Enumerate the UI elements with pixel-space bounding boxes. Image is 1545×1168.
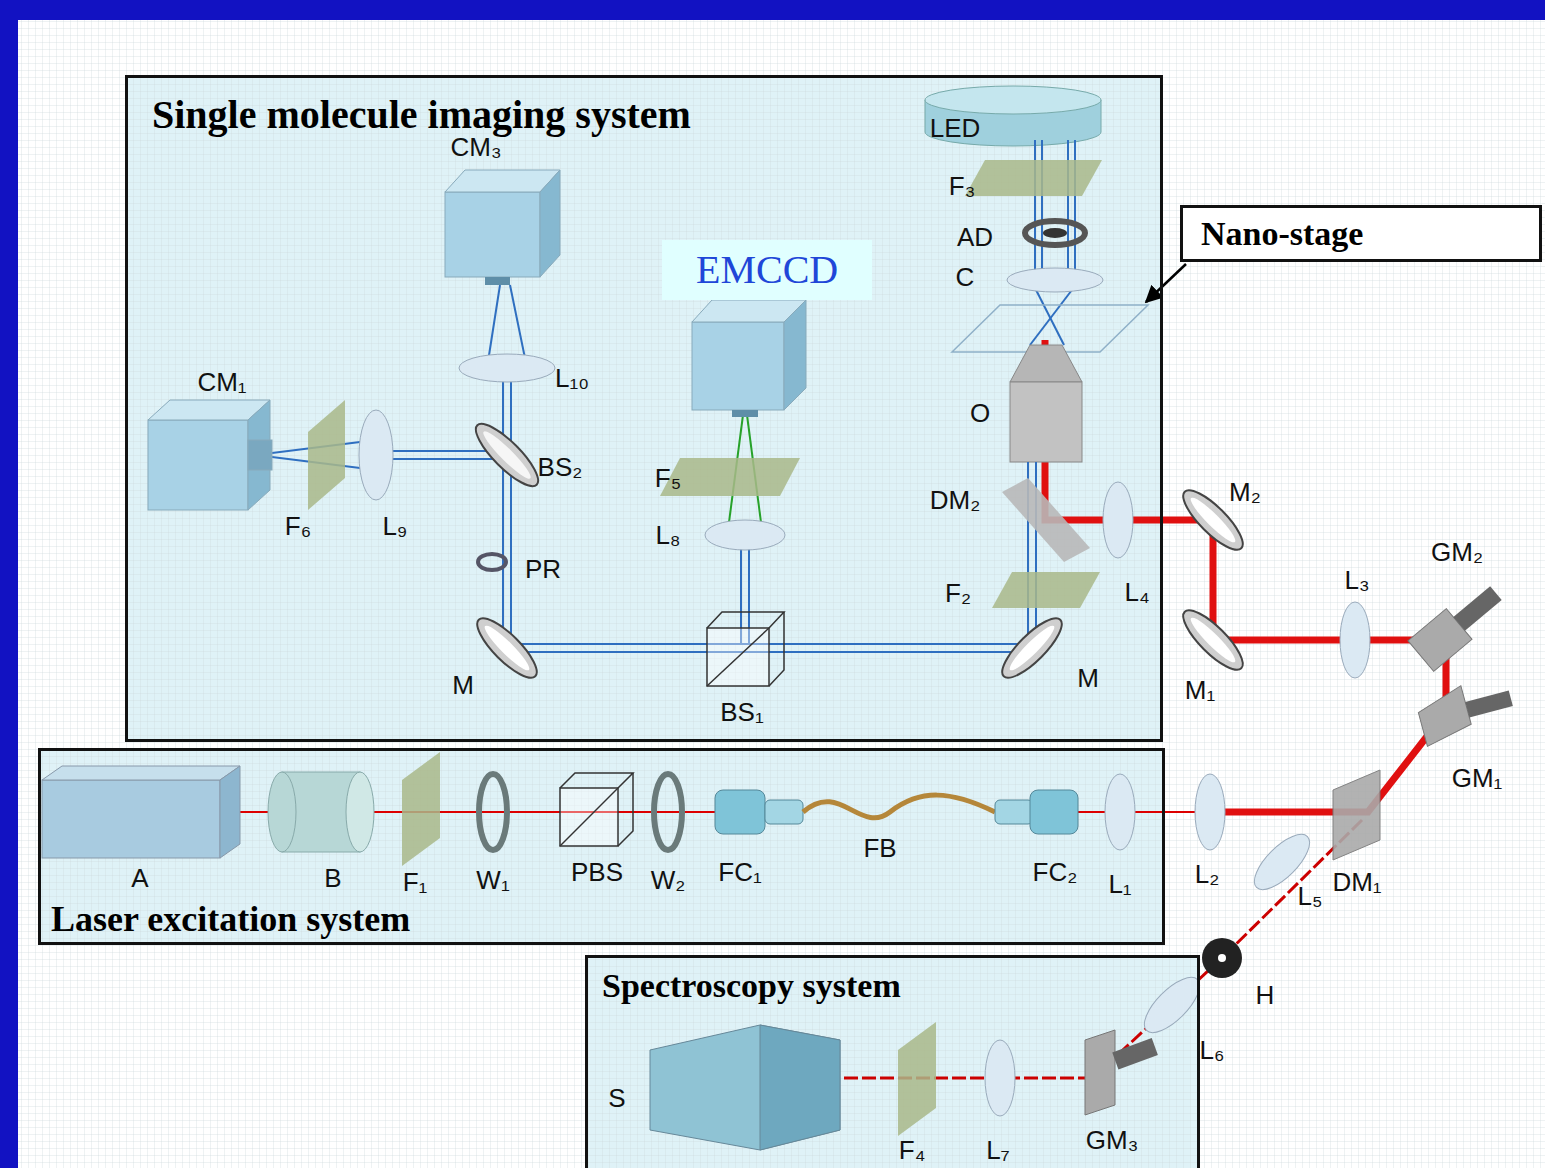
system-title: EMCCD	[696, 247, 838, 293]
component-label: W₁	[476, 866, 509, 895]
component-label: W₂	[651, 866, 686, 895]
component-label: GM₂	[1431, 538, 1483, 567]
component-label: L₁₀	[555, 364, 589, 393]
component-label: F₃	[949, 172, 975, 201]
system-panel: Laser excitation system	[38, 748, 1165, 945]
component-label: F₅	[655, 464, 681, 493]
component-label: B	[324, 864, 341, 893]
component-label: M	[1077, 664, 1099, 693]
component-label: F₂	[945, 579, 971, 608]
component-label: GM₃	[1086, 1126, 1138, 1155]
component-label: L₉	[383, 512, 408, 541]
component-label: LED	[930, 114, 981, 143]
component-label: PR	[525, 555, 561, 584]
component-label: L₈	[655, 521, 680, 550]
component-label: CM₁	[197, 368, 246, 397]
component-label: L₂	[1195, 860, 1220, 889]
component-label: AD	[957, 223, 993, 252]
component-label: FB	[863, 834, 896, 863]
system-title: Laser excitation system	[51, 899, 410, 940]
component-label: L₃	[1344, 566, 1369, 595]
component-label: M₁	[1185, 676, 1215, 705]
system-panel: Single molecule imaging systemEMCCD	[125, 75, 1163, 742]
component-label: L₄	[1124, 578, 1149, 607]
component-label: DM₂	[930, 486, 981, 515]
component-label: O	[970, 399, 990, 428]
component-label: FC₂	[1033, 858, 1078, 887]
camera-tag: EMCCD	[662, 240, 872, 300]
component-label: M₂	[1229, 478, 1261, 507]
component-label: L₆	[1200, 1036, 1225, 1065]
component-label: S	[608, 1084, 625, 1113]
component-label: CM₃	[450, 133, 501, 162]
component-label: H	[1256, 981, 1275, 1010]
system-title: Nano-stage	[1201, 214, 1363, 253]
component-label: PBS	[571, 858, 623, 887]
component-label: GM₁	[1452, 764, 1503, 793]
component-label: F₆	[285, 512, 311, 541]
callout-box: Nano-stage	[1180, 205, 1542, 262]
component-label: L₅	[1298, 882, 1323, 911]
component-label: F₄	[899, 1136, 926, 1165]
component-label: BS₂	[538, 453, 583, 482]
system-title: Single molecule imaging system	[152, 92, 691, 138]
component-label: A	[131, 864, 148, 893]
system-title: Spectroscopy system	[602, 966, 901, 1005]
component-label: L₁	[1108, 870, 1131, 899]
component-label: C	[956, 263, 975, 292]
component-label: L₇	[986, 1136, 1009, 1165]
component-label: DM₁	[1332, 868, 1381, 897]
component-label: F₁	[403, 868, 428, 897]
component-label: BS₁	[720, 698, 763, 727]
component-label: M	[452, 671, 474, 700]
component-label: FC₁	[718, 858, 761, 887]
